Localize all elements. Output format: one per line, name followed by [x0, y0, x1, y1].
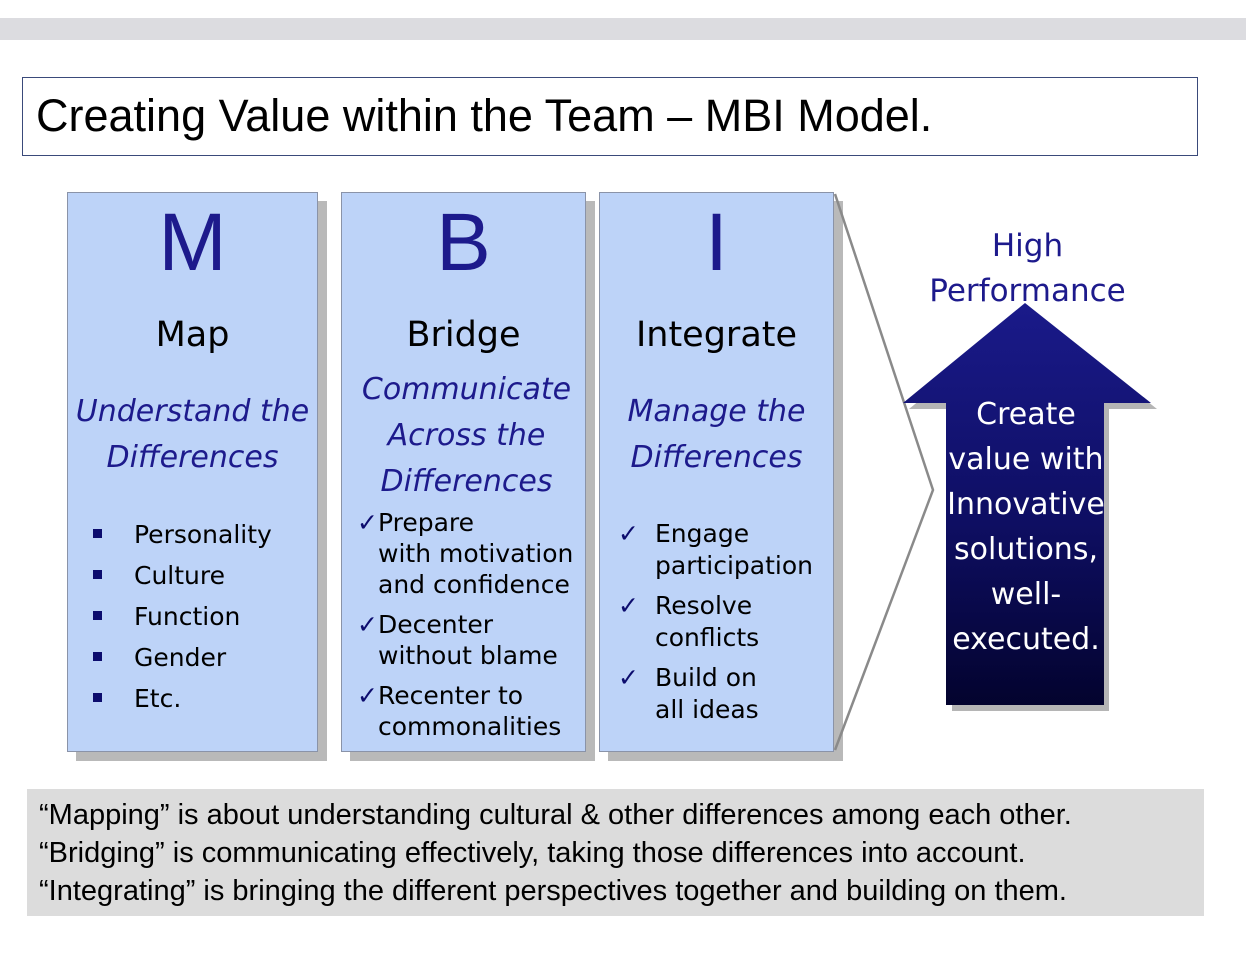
bridge-subtitle-line: Across the — [387, 418, 546, 453]
high-performance-label: High Performance — [900, 224, 1155, 314]
map-item: Personality — [88, 514, 272, 555]
integrate-subtitle-line: Manage the — [627, 394, 806, 429]
note-line: “Integrating” is bringing the different … — [39, 875, 1067, 907]
integrate-item: Engage participation — [618, 518, 813, 582]
map-item: Etc. — [88, 678, 272, 719]
bridge-list: Prepare with motivation and confidence D… — [357, 507, 573, 751]
arrow-text-line: executed. — [952, 622, 1100, 657]
bridge-item-line: without blame — [378, 641, 558, 670]
map-subtitle: Understand the Differences — [68, 389, 317, 481]
arrow-text-line: well- — [990, 577, 1062, 612]
arrow-shape — [903, 303, 1151, 705]
note-line: “Bridging” is communicating effectively,… — [39, 837, 1026, 869]
integrate-name: Integrate — [635, 315, 798, 355]
bridge-subtitle-line: Differences — [380, 464, 553, 499]
integrate-item: Resolve conflicts — [618, 590, 813, 654]
map-item: Function — [88, 596, 272, 637]
arrow-text-line: value with — [948, 442, 1104, 477]
integrate-list: Engage participation Resolve conflicts B… — [618, 518, 813, 734]
bridge-letter: B — [436, 197, 491, 288]
map-subtitle-line: Differences — [106, 440, 279, 475]
map-item: Gender — [88, 637, 272, 678]
integrate-subtitle: Manage the Differences — [600, 389, 833, 481]
integrate-item-line: participation — [655, 551, 813, 580]
high-performance-line: Performance — [929, 273, 1126, 309]
integrate-subtitle-line: Differences — [630, 440, 803, 475]
bridge-item-line: Prepare — [378, 508, 475, 537]
bridge-column: B Bridge Communicate Across the Differen… — [341, 192, 586, 752]
arrow-text-line: Innovative — [947, 487, 1105, 522]
bridge-item: Recenter to commonalities — [357, 680, 573, 742]
notes-box: “Mapping” is about understanding cultura… — [27, 789, 1204, 916]
bridge-item-line: commonalities — [378, 712, 562, 741]
high-performance-line: High — [991, 228, 1064, 264]
map-letter: M — [158, 197, 227, 288]
bridge-subtitle: Communicate Across the Differences — [342, 367, 585, 505]
bridge-item-line: Decenter — [378, 610, 494, 639]
arrow-text-line: solutions, — [954, 532, 1098, 567]
arrow-text: Create value with Innovative solutions, … — [946, 392, 1106, 662]
integrate-item-line: Resolve — [655, 591, 753, 620]
bridge-subtitle-line: Communicate — [361, 372, 572, 407]
bridge-name: Bridge — [406, 315, 521, 355]
bridge-item-line: with motivation — [378, 539, 574, 568]
page-title: Creating Value within the Team – MBI Mod… — [36, 90, 933, 141]
map-list: Personality Culture Function Gender Etc. — [88, 514, 272, 719]
bridge-item: Decenter without blame — [357, 609, 573, 671]
integrate-item-line: Engage — [655, 519, 750, 548]
integrate-column: I Integrate Manage the Differences Engag… — [599, 192, 834, 752]
bridge-item-line: and confidence — [378, 570, 570, 599]
integrate-item-line: all ideas — [655, 695, 759, 724]
integrate-item-line: Build on — [655, 663, 757, 692]
map-name: Map — [155, 315, 230, 355]
map-column: M Map Understand the Differences Persona… — [67, 192, 318, 752]
top-bar — [0, 18, 1246, 40]
title-box: Creating Value within the Team – MBI Mod… — [22, 77, 1198, 156]
up-arrow — [903, 303, 1157, 711]
bridge-item-line: Recenter to — [378, 681, 524, 710]
note-line: “Mapping” is about understanding cultura… — [39, 799, 1072, 831]
integrate-item: Build on all ideas — [618, 662, 813, 726]
integrate-item-line: conflicts — [655, 623, 760, 652]
bridge-item: Prepare with motivation and confidence — [357, 507, 573, 600]
map-subtitle-line: Understand the — [75, 394, 310, 429]
integrate-letter: I — [705, 197, 728, 288]
arrow-text-line: Create — [976, 397, 1076, 432]
map-item: Culture — [88, 555, 272, 596]
